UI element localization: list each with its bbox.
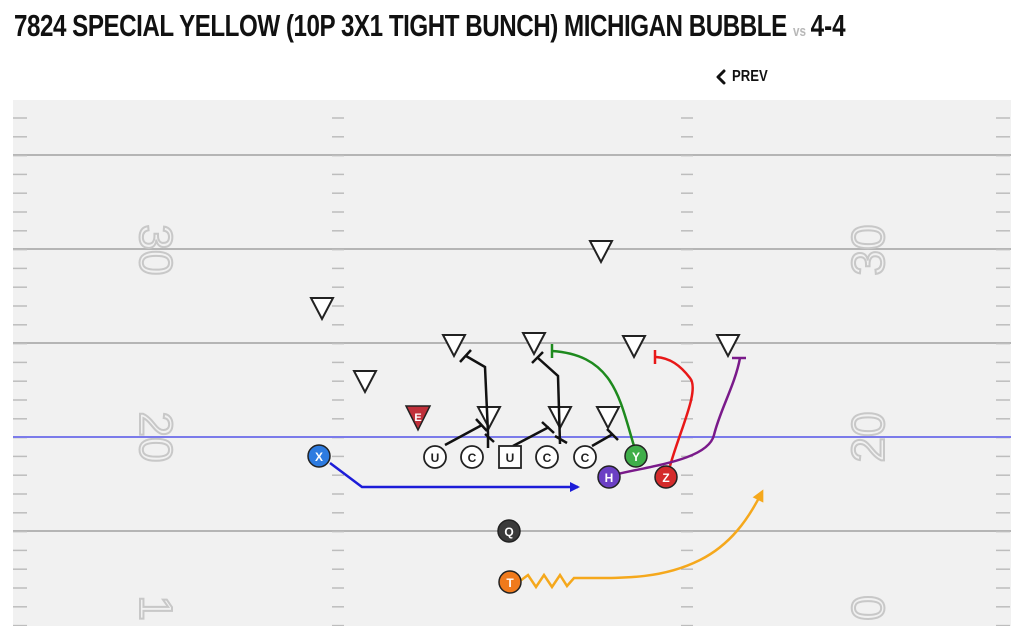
play-diagram-field: 30 20 1 30 20 0 E bbox=[13, 100, 1011, 626]
page-title: 7824 SPECIAL YELLOW (10P 3X1 TIGHT BUNCH… bbox=[14, 8, 1025, 48]
offense-players: X U C U C C Y bbox=[307, 444, 678, 594]
yard-number-left-30: 30 bbox=[130, 224, 182, 275]
defender-e-label: E bbox=[414, 412, 421, 424]
block-path-1 bbox=[444, 423, 483, 447]
player-c-far-right: C bbox=[573, 445, 597, 469]
field-svg: 30 20 1 30 20 0 E bbox=[13, 117, 1011, 626]
yard-numbers: 30 20 1 30 20 0 bbox=[129, 223, 895, 621]
block-path-2 bbox=[465, 354, 490, 448]
defender-dl-1 bbox=[476, 406, 502, 431]
defense-name: 4-4 bbox=[810, 8, 846, 43]
player-q-label: Q bbox=[504, 525, 513, 539]
play-name: 7824 SPECIAL YELLOW (10P 3X1 TIGHT BUNCH… bbox=[14, 8, 787, 43]
yard-number-left-1: 1 bbox=[130, 595, 182, 621]
block-lines bbox=[444, 349, 619, 448]
block-path-5 bbox=[591, 432, 614, 448]
defender-lb-3 bbox=[621, 335, 647, 360]
player-h: H bbox=[597, 465, 621, 489]
defender-outside-left bbox=[352, 370, 378, 395]
prev-button[interactable]: PREV bbox=[716, 68, 776, 86]
route-z bbox=[653, 350, 694, 467]
player-z-label: Z bbox=[662, 471, 669, 485]
player-c-far-right-label: C bbox=[581, 451, 590, 465]
player-c-right: C bbox=[535, 445, 559, 469]
defender-lb-4 bbox=[715, 334, 741, 359]
prev-label: PREV bbox=[732, 68, 768, 85]
player-t-label: T bbox=[506, 576, 514, 590]
yard-number-right-0: 0 bbox=[842, 595, 894, 621]
defender-e: E bbox=[404, 405, 432, 432]
block-path-6 bbox=[484, 433, 495, 443]
yard-number-right-30: 30 bbox=[842, 224, 894, 275]
vs-label: vs bbox=[792, 23, 807, 40]
player-q: Q bbox=[497, 519, 521, 543]
player-u-left: U bbox=[423, 445, 447, 469]
player-y-label: Y bbox=[632, 450, 640, 464]
player-t: T bbox=[498, 570, 522, 594]
defender-lb-1 bbox=[441, 334, 467, 359]
defender-lb-2 bbox=[521, 332, 547, 357]
player-center: U bbox=[498, 445, 522, 469]
route-t bbox=[519, 489, 764, 590]
block-path-3 bbox=[512, 425, 550, 448]
yard-lines bbox=[13, 154, 1011, 532]
block-path-7 bbox=[554, 434, 568, 445]
player-u-left-label: U bbox=[431, 451, 440, 465]
route-y bbox=[550, 344, 636, 447]
player-y: Y bbox=[624, 444, 648, 468]
player-c-left: C bbox=[460, 445, 484, 469]
player-x-label: X bbox=[315, 450, 323, 464]
defender-dl-3 bbox=[595, 406, 621, 431]
route-h bbox=[617, 356, 746, 476]
player-c-left-label: C bbox=[468, 451, 477, 465]
defenders bbox=[309, 240, 741, 431]
player-h-label: H bbox=[605, 471, 614, 485]
chevron-left-icon bbox=[716, 69, 726, 85]
route-x bbox=[329, 462, 580, 492]
defender-deep-safety bbox=[588, 240, 614, 265]
player-c-right-label: C bbox=[543, 451, 552, 465]
player-z: Z bbox=[654, 465, 678, 489]
block-path-4 bbox=[537, 357, 562, 445]
player-center-label: U bbox=[506, 451, 515, 465]
player-x: X bbox=[307, 444, 331, 468]
defender-corner-left bbox=[309, 297, 335, 322]
hash-marks bbox=[13, 117, 1010, 626]
